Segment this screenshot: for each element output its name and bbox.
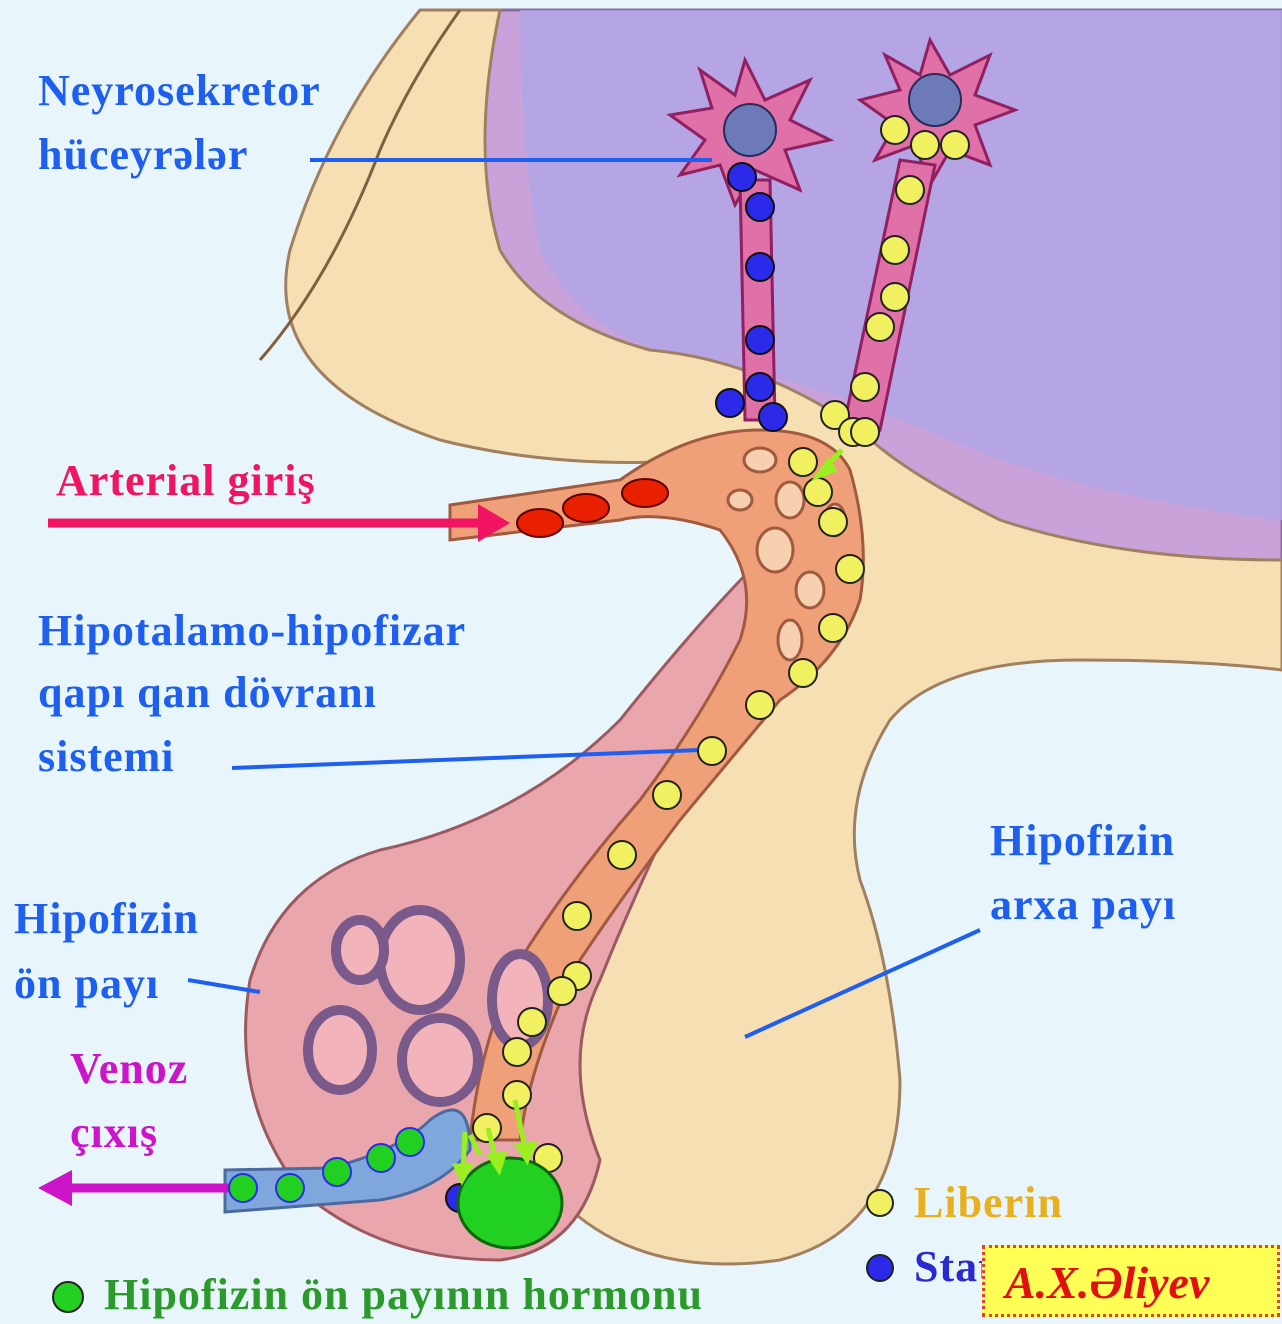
label-arterial-inflow: Arterial giriş [56,452,316,510]
venous-ring [367,1144,395,1172]
liberin-granule [789,659,817,687]
liberin-granule [881,116,909,144]
legend-liberin-label: Liberin [914,1174,1063,1232]
anterior-hormone-cell [458,1158,562,1248]
liberin-granule [473,1114,501,1142]
statin-granule [746,193,774,221]
label-posterior-line1: Hipofizin [990,812,1175,870]
label-portal-line1: Hipotalamo-hipofizar [38,602,466,660]
label-posterior-line2: arxa payı [990,876,1176,934]
liberin-granule [503,1038,531,1066]
author-name: A.X.Əliyev [1005,1256,1209,1309]
liberin-granule [851,418,879,446]
liberin-granule [881,236,909,264]
label-anterior-line2: ön payı [14,955,159,1013]
liberin-granule [836,555,864,583]
label-portal-line3: sistemi [38,728,175,786]
liberin-granule [563,902,591,930]
venous-ring [323,1158,351,1186]
venous-arrow [38,1170,250,1206]
liberin-granule [866,313,894,341]
venous-ring [396,1128,424,1156]
liberin-granule [881,283,909,311]
liberin-granule [804,478,832,506]
liberin-granule [819,614,847,642]
author-badge: A.X.Əliyev [982,1245,1280,1317]
label-venous-line2: çıxış [70,1104,158,1162]
label-portal-line2: qapı qan dövranı [38,664,377,722]
statin-granule [728,163,756,191]
label-neurosecretory-line2: hüceyrələr [38,126,248,184]
statin-granule [759,403,787,431]
statin-granule [746,326,774,354]
liberin-granule [746,691,774,719]
label-neurosecretory-line1: Neyrosekretor [38,62,321,120]
liberin-granule [851,373,879,401]
liberin-granule [941,131,969,159]
liberin-granule [789,448,817,476]
label-venous-line1: Venoz [70,1040,188,1098]
legend-liberin-marker [867,1190,893,1216]
venous-ring [229,1174,257,1202]
legend-statin-marker [867,1255,893,1281]
liberin-granule [819,508,847,536]
statin-granule [746,253,774,281]
venous-ring [276,1174,304,1202]
liberin-granule [698,737,726,765]
label-anterior-line1: Hipofizin [14,890,199,948]
liberin-granule [518,1008,546,1036]
liberin-granule [608,841,636,869]
liberin-granule [911,131,939,159]
legend-hormone-marker [53,1282,83,1312]
liberin-granule [548,977,576,1005]
statin-granule [716,389,744,417]
statin-granule [746,373,774,401]
legend-hormone-label: Hipofizin ön payının hormonu [104,1266,703,1324]
liberin-granule [896,176,924,204]
liberin-granule [653,781,681,809]
